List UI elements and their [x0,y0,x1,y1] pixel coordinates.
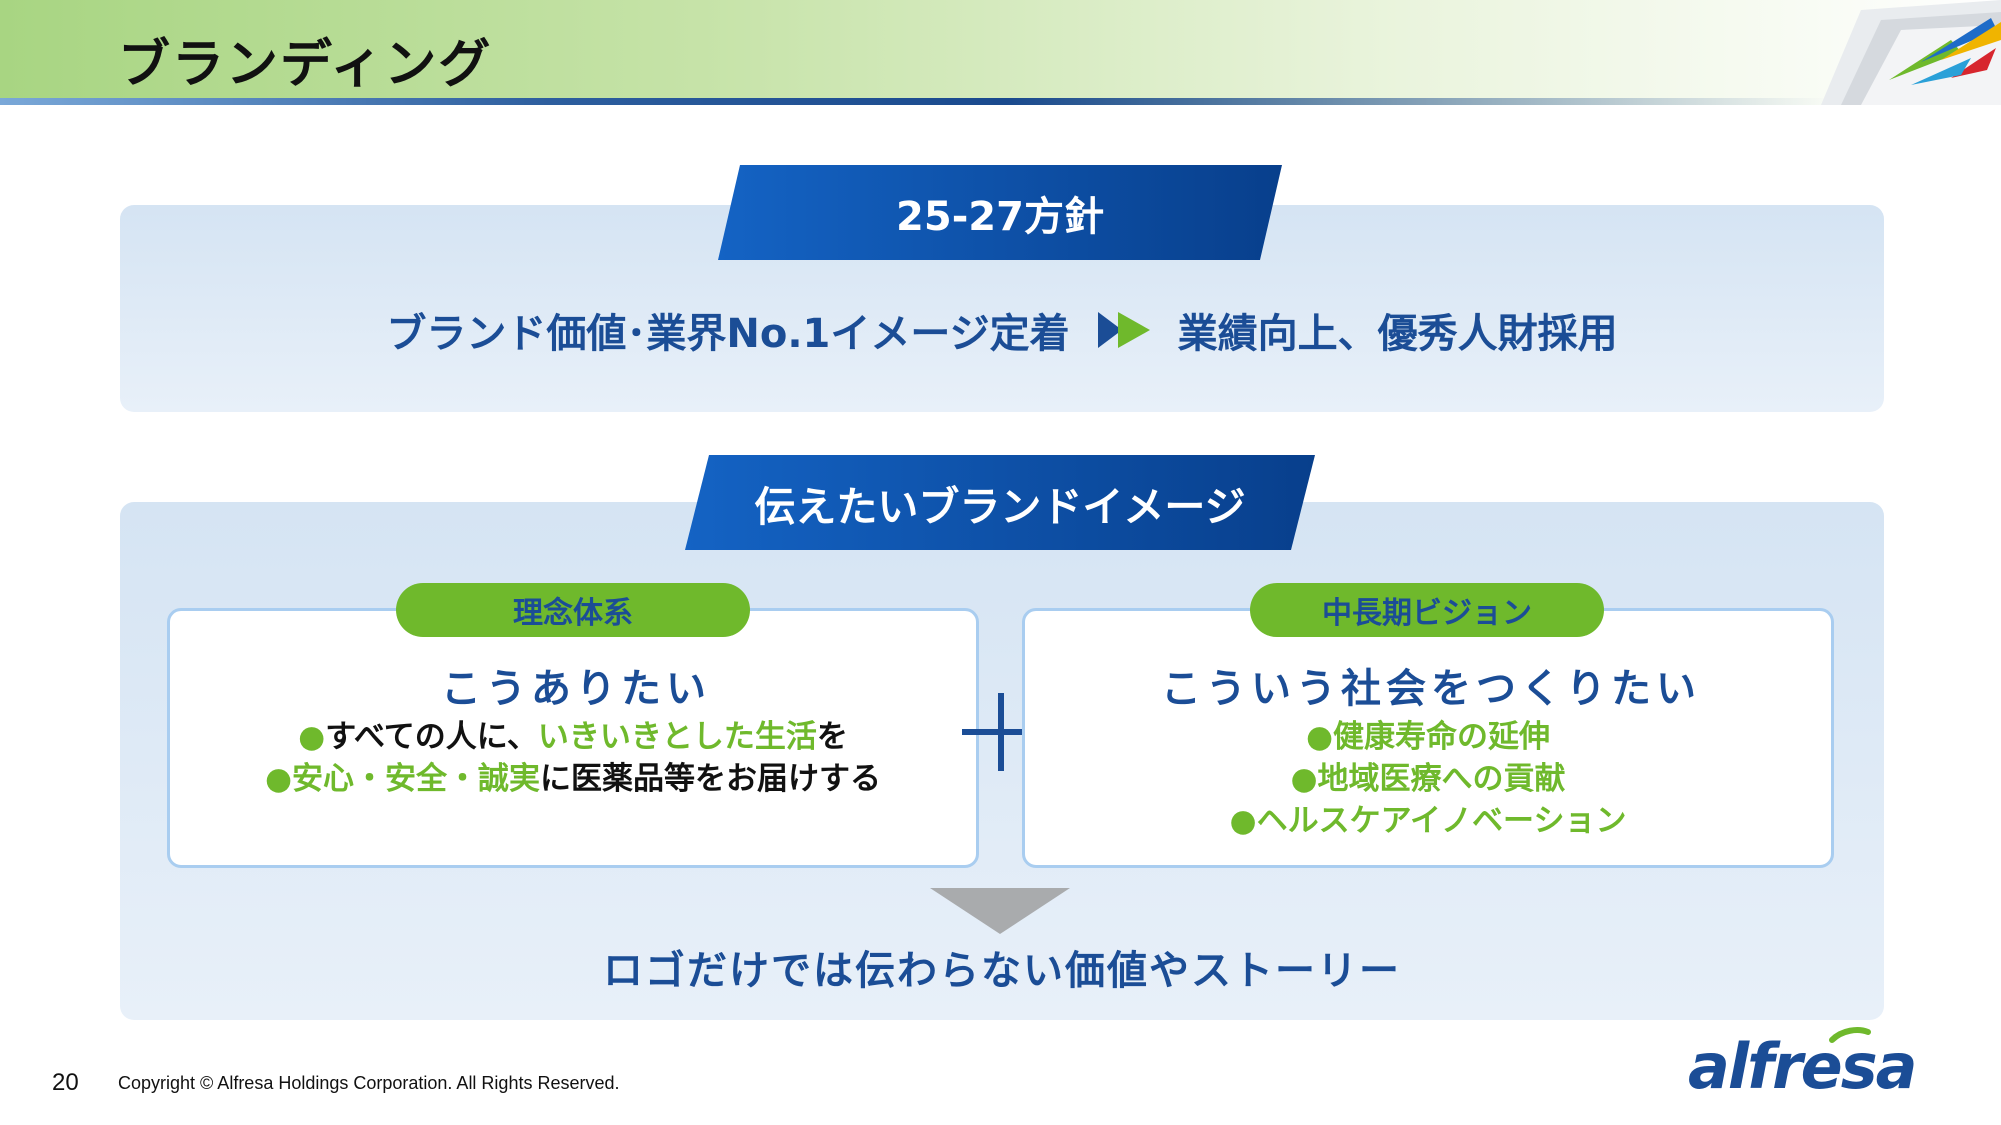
bullet-text: 地域医療への貢献 [1317,761,1566,797]
bullet-text: を [816,719,848,755]
bullet-dot-icon: ● [298,719,326,755]
bullet-highlight: いきいきとした生活 [537,719,817,755]
corner-decoration-graphic [1821,0,2001,105]
bullet-text: に医薬品等をお届けする [540,761,882,797]
vision-bullets: ●健康寿命の延伸 ●地域医療への貢献 ●ヘルスケアイノベーション [1025,716,1831,842]
bullet-item: ●ヘルスケアイノベーション [1025,800,1831,842]
bullet-dot-icon: ● [1229,803,1257,839]
vision-tag: 中長期ビジョン [1250,583,1604,637]
down-triangle-icon [930,888,1070,934]
policy-right-text: 業績向上、優秀人財採用 [1177,311,1618,357]
policy-banner-label: 25-27方針 [896,193,1104,240]
policy-banner: 25-27方針 [718,165,1282,260]
banner-shape [718,165,1282,260]
banner-shape [685,455,1315,550]
brand-image-banner-label: 伝えたいブランドイメージ [754,482,1246,531]
vision-card: こういう社会をつくりたい ●健康寿命の延伸 ●地域医療への貢献 ●ヘルスケアイノ… [1022,608,1834,868]
conclusion-text: ロゴだけでは伝わらない価値やストーリー [603,948,1401,994]
vision-heading: こういう社会をつくりたい [1161,666,1701,712]
philosophy-tag: 理念体系 [396,583,750,637]
philosophy-card: こうありたい ●すべての人に、いきいきとした生活を ●安心・安全・誠実に医薬品等… [167,608,979,868]
brand-image-banner: 伝えたいブランドイメージ [685,455,1315,550]
bullet-dot-icon: ● [1290,761,1318,797]
policy-statement: ブランド価値･業界No.1イメージ定着 業績向上、優秀人財採用 [120,300,1884,360]
bullet-dot-icon: ● [264,761,293,797]
bullet-highlight: 安心・安全・誠実 [292,761,541,797]
philosophy-heading: こうありたい [441,666,711,712]
header-rule [0,98,1830,105]
svg-text:alfresa: alfresa [1688,1030,1915,1096]
alfresa-logo: alfresa [1688,1027,1917,1096]
philosophy-bullets: ●すべての人に、いきいきとした生活を ●安心・安全・誠実に医薬品等をお届けする [170,716,976,800]
bullet-item: ●健康寿命の延伸 [1025,716,1831,758]
header-bar [0,0,2001,105]
page-title: ブランディング [118,35,493,95]
bullet-item: ●すべての人に、いきいきとした生活を [170,716,976,758]
plus-icon [962,693,1040,771]
bullet-dot-icon: ● [1305,719,1334,755]
bullet-item: ●地域医療への貢献 [1025,758,1831,800]
page-number: 20 [52,1069,79,1096]
bullet-item: ●安心・安全・誠実に医薬品等をお届けする [170,758,976,800]
double-arrow-icon [1097,312,1150,348]
bullet-text: すべての人に、 [325,719,538,755]
policy-left-text: ブランド価値･業界No.1イメージ定着 [386,311,1070,357]
copyright-text: Copyright © Alfresa Holdings Corporation… [118,1073,620,1093]
bullet-text: ヘルスケアイノベーション [1256,803,1627,839]
bullet-text: 健康寿命の延伸 [1333,719,1551,755]
